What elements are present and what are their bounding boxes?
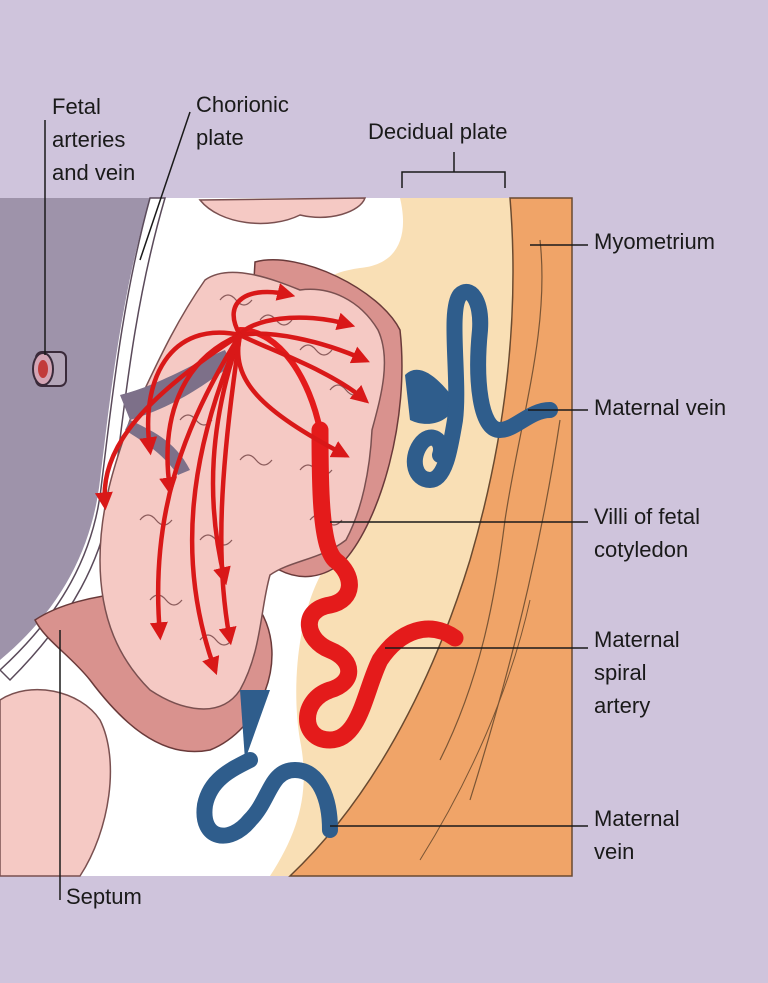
label-myometrium: Myometrium <box>594 225 715 258</box>
label-line: cotyledon <box>594 533 700 566</box>
label-maternal-vein-upper: Maternal vein <box>594 391 726 424</box>
label-line: plate <box>196 121 289 154</box>
label-line: and vein <box>52 156 135 189</box>
label-line: vein <box>594 835 680 868</box>
label-line: artery <box>594 689 680 722</box>
label-line: Villi of fetal <box>594 500 700 533</box>
label-line: Chorionic <box>196 88 289 121</box>
label-line: arteries <box>52 123 135 156</box>
label-decidual-plate: Decidual plate <box>368 115 507 148</box>
label-villi-of-fetal-cotyledon: Villi of fetal cotyledon <box>594 500 700 566</box>
label-line: Fetal <box>52 90 135 123</box>
label-chorionic-plate: Chorionic plate <box>196 88 289 154</box>
fetal-vessel-icon <box>33 352 66 386</box>
label-line: Maternal <box>594 802 680 835</box>
label-line: spiral <box>594 656 680 689</box>
label-maternal-vein-lower: Maternal vein <box>594 802 680 868</box>
label-line: Decidual plate <box>368 115 507 148</box>
label-septum: Septum <box>66 880 142 913</box>
label-line: Maternal vein <box>594 391 726 424</box>
label-line: Septum <box>66 880 142 913</box>
villi-lower-left <box>0 690 110 876</box>
label-maternal-spiral-artery: Maternal spiral artery <box>594 623 680 722</box>
label-line: Maternal <box>594 623 680 656</box>
label-fetal-arteries-and-vein: Fetal arteries and vein <box>52 90 135 189</box>
label-line: Myometrium <box>594 225 715 258</box>
